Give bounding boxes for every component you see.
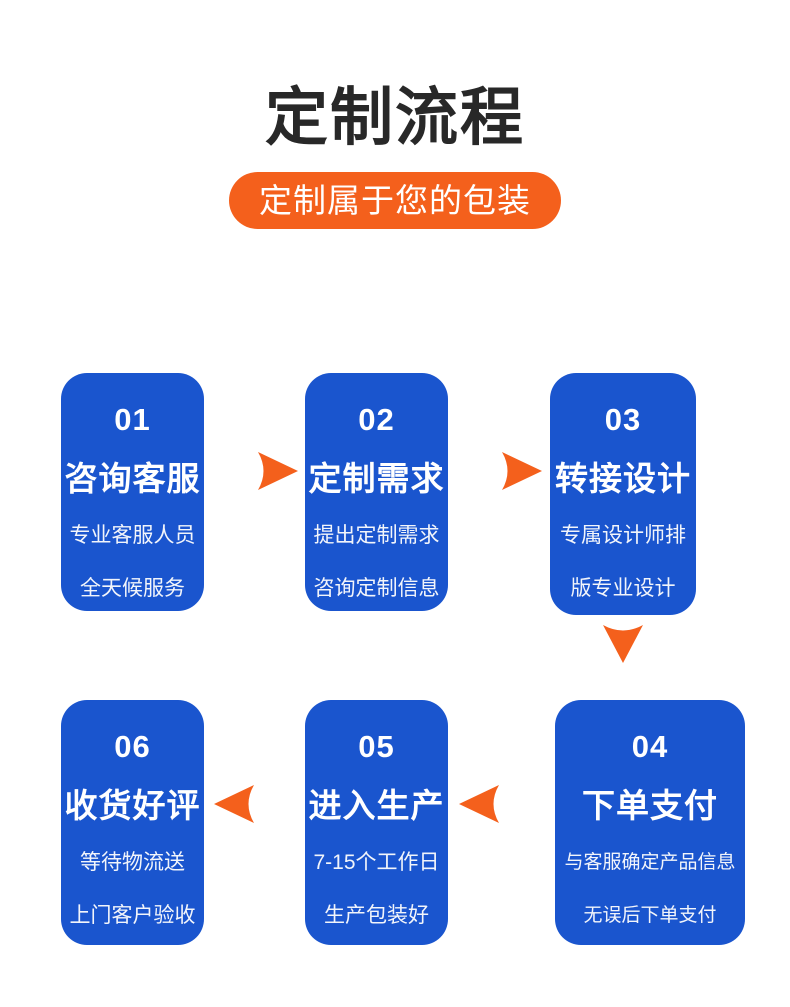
subtitle-container: 定制属于您的包装 [0,172,790,229]
step-desc-line2-04: 无误后下单支付 [583,905,717,926]
step-desc-line1-03: 专属设计师排 [560,524,686,547]
arrow-left-icon [457,783,501,825]
step-number-04: 04 [631,729,669,764]
step-desc-line2-05: 生产包装好 [324,904,429,927]
subtitle-pill-badge: 定制属于您的包装 [229,172,561,229]
flow-step-card-01[interactable]: 01 咨询客服 专业客服人员 全天候服务 [61,373,204,611]
step-number-01: 01 [114,402,151,437]
step-desc-line2-02: 咨询定制信息 [313,577,440,600]
flow-step-card-03[interactable]: 03 转接设计 专属设计师排 版专业设计 [550,373,696,615]
flow-step-card-05[interactable]: 05 进入生产 7-15个工作日 生产包装好 [305,700,448,945]
step-desc-line1-05: 7-15个工作日 [313,851,440,874]
step-desc-line1-06: 等待物流送 [80,851,185,874]
page-title: 定制流程 [265,83,525,153]
step-desc-line1-02: 提出定制需求 [313,524,440,547]
arrow-left-icon [212,783,256,825]
arrow-down-icon [601,623,645,665]
step-desc-line1-04: 与客服确定产品信息 [564,852,736,873]
step-title-03: 转接设计 [555,460,691,497]
step-desc-line2-03: 版专业设计 [570,577,676,600]
step-title-01: 咨询客服 [64,460,201,497]
page-header: 定制流程 定制属于您的包装 [0,0,790,229]
step-desc-line2-06: 上门客户验收 [69,904,196,927]
step-desc-line2-01: 全天候服务 [80,577,185,600]
arrow-right-icon [500,450,544,492]
step-title-05: 进入生产 [308,787,445,824]
flow-step-card-02[interactable]: 02 定制需求 提出定制需求 咨询定制信息 [305,373,448,611]
flow-step-card-06[interactable]: 06 收货好评 等待物流送 上门客户验收 [61,700,204,945]
step-title-04: 下单支付 [582,787,718,824]
step-desc-line1-01: 专业客服人员 [69,524,196,547]
step-title-06: 收货好评 [64,787,201,824]
step-number-03: 03 [604,402,642,437]
flow-step-card-04[interactable]: 04 下单支付 与客服确定产品信息 无误后下单支付 [555,700,745,945]
step-number-05: 05 [358,729,395,764]
step-title-02: 定制需求 [308,460,445,497]
step-number-02: 02 [358,402,395,437]
step-number-06: 06 [114,729,151,764]
arrow-right-icon [256,450,300,492]
